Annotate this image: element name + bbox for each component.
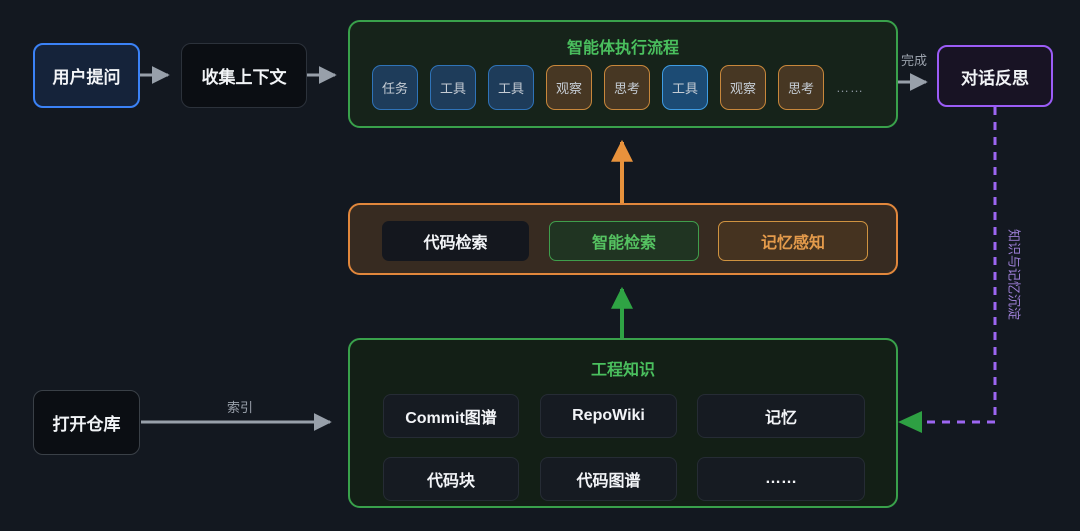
knowledge-cell-code-graph: 代码图谱 [540,457,677,501]
edge-label-knowledge-memory-sink: 知识与记忆沉淀 [1006,228,1022,320]
node-user-question-label: 用户提问 [52,68,121,87]
feedback-arrowhead [898,411,922,433]
agent-step-tool-active: 工具 [662,65,708,110]
node-open-repo-label: 打开仓库 [52,415,121,434]
agent-step-think: 思考 [604,65,650,110]
agent-step-ellipsis: …… [836,80,864,95]
agent-step-task: 任务 [372,65,418,110]
knowledge-cell-memory: 记忆 [697,394,865,438]
knowledge-title: 工程知识 [590,362,655,379]
agent-step-tool: 工具 [488,65,534,110]
knowledge-container: 工程知识 Commit图谱 RepoWiki 记忆 代码块 代码图谱 …… [348,338,898,508]
retrieval-code-search: 代码检索 [382,221,529,261]
node-collect-context: 收集上下文 [181,43,307,108]
agent-step-tool: 工具 [430,65,476,110]
knowledge-cell-commit-graph: Commit图谱 [383,394,519,438]
agent-flow-container: 智能体执行流程 任务 工具 工具 观察 思考 工具 观察 思考 …… [348,20,898,128]
knowledge-cell-ellipsis: …… [697,457,865,501]
retrieval-container: 代码检索 智能检索 记忆感知 [348,203,898,275]
edge-label-complete: 完成 [900,53,927,68]
agent-flow-title: 智能体执行流程 [566,40,679,57]
agent-steps-row: 任务 工具 工具 观察 思考 工具 观察 思考 …… [372,64,864,111]
knowledge-cell-code-block: 代码块 [383,457,519,501]
node-user-question: 用户提问 [33,43,140,108]
node-dialog-reflection: 对话反思 [937,45,1053,107]
dashed-feedback-line [923,107,997,424]
agent-step-observe: 观察 [546,65,592,110]
retrieval-memory-sense: 记忆感知 [718,221,868,261]
knowledge-cell-repowiki: RepoWiki [540,394,677,438]
node-open-repo: 打开仓库 [33,390,140,455]
agent-step-observe: 观察 [720,65,766,110]
retrieval-smart-search: 智能检索 [549,221,699,261]
node-collect-context-label: 收集上下文 [201,68,287,87]
node-dialog-reflection-label: 对话反思 [961,68,1029,88]
edge-label-index: 索引 [226,400,253,415]
agent-step-think: 思考 [778,65,824,110]
